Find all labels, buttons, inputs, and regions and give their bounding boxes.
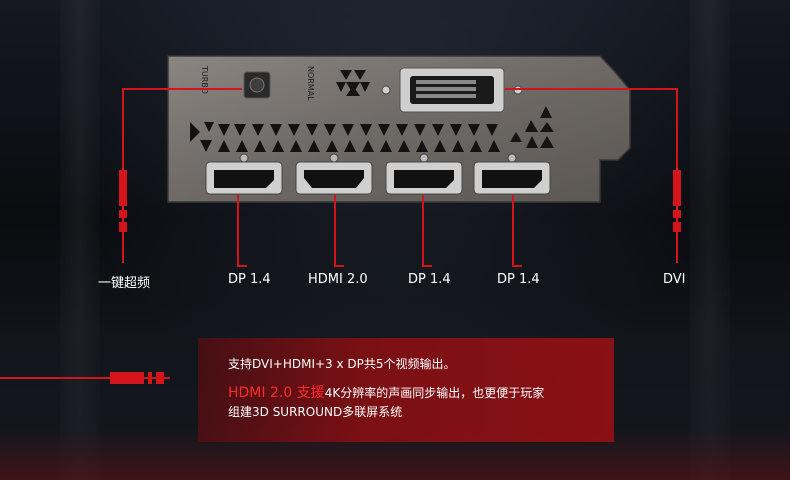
- label-dp3: DP 1.4: [497, 272, 540, 287]
- callout-line-dp3: [512, 195, 514, 267]
- callout-bar-dvi-tick: [673, 222, 681, 232]
- callout-line-dp3-foot: [512, 265, 522, 267]
- label-turbo: 一键超频: [98, 276, 151, 291]
- callout-line-dp2: [422, 195, 424, 267]
- info-accent-line: [0, 377, 170, 379]
- info-highlight: HDMI 2.0 支援: [228, 385, 325, 401]
- turbo-text: TURBO: [200, 65, 209, 94]
- callout-bar-dvi: [673, 170, 681, 206]
- callout-line-hdmi-foot: [334, 265, 344, 267]
- callout-bar-turbo-tick: [119, 222, 127, 232]
- io-bracket-graphic: TURBO NORMAL: [167, 55, 631, 203]
- info-line-2: HDMI 2.0 支援4K分辨率的声画同步输出，也更便于玩家: [228, 382, 544, 402]
- io-bracket: TURBO NORMAL: [160, 52, 640, 212]
- callout-line-dp1: [237, 195, 239, 267]
- callout-bar-turbo: [119, 170, 127, 206]
- info-line-2-rest: 4K分辨率的声画同步输出，也更便于玩家: [324, 386, 545, 400]
- label-dp1: DP 1.4: [228, 272, 271, 287]
- callout-line-hdmi: [334, 195, 336, 267]
- info-line-1: 支持DVI+HDMI+3 x DP共5个视频输出。: [228, 357, 456, 371]
- label-hdmi: HDMI 2.0: [308, 272, 368, 287]
- callout-line-turbo-h: [122, 88, 242, 90]
- info-accent-tick: [148, 372, 152, 384]
- info-accent-tick: [156, 372, 164, 384]
- callout-line-dp1-foot: [237, 265, 247, 267]
- info-panel: [198, 338, 614, 442]
- info-line-3: 组建3D SURROUND多联屏系统: [228, 405, 403, 419]
- callout-line-dvi-h: [505, 88, 677, 90]
- label-dvi: DVI: [663, 272, 686, 287]
- normal-text: NORMAL: [306, 66, 315, 101]
- info-accent-block: [110, 372, 144, 384]
- callout-bar-dvi-tick: [673, 210, 681, 218]
- label-dp2: DP 1.4: [408, 272, 451, 287]
- callout-bar-turbo-tick: [119, 210, 127, 218]
- callout-line-dp2-foot: [422, 265, 432, 267]
